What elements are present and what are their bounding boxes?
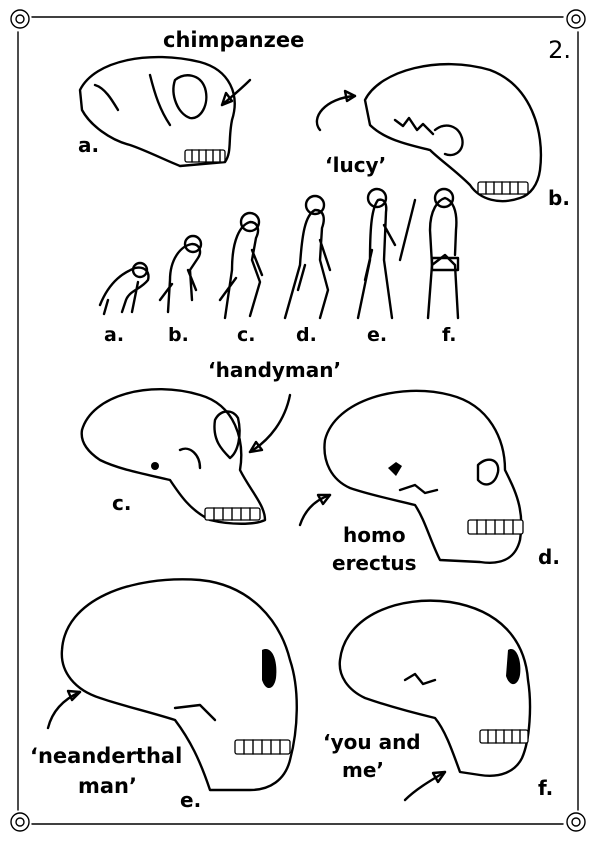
label-me: me’ [342, 758, 385, 782]
label-neanderthal: ‘neanderthal [30, 744, 183, 768]
neanderthal-skull-drawing [46, 578, 298, 792]
letter-d: d. [538, 545, 560, 569]
evolution-label-b: b. [168, 324, 189, 346]
evolution-label-e: e. [367, 324, 388, 346]
label-chimpanzee: chimpanzee [163, 28, 305, 52]
evolution-label-f: f. [442, 324, 457, 346]
letter-b-top: b. [548, 186, 570, 210]
modern-human-skull-drawing [338, 599, 532, 802]
chimpanzee-skull-drawing [78, 55, 252, 168]
border-lines [17, 16, 579, 825]
evolution-sequence-drawing [98, 187, 460, 320]
letter-f: f. [538, 776, 554, 800]
label-man: man’ [78, 774, 137, 798]
label-handyman: ‘handyman’ [208, 358, 342, 382]
letter-c: c. [112, 491, 132, 515]
letter-e: e. [180, 788, 202, 812]
label-homo: homo [343, 523, 406, 547]
label-erectus: erectus [332, 551, 417, 575]
page-number: 2. [548, 36, 571, 64]
label-lucy: ‘lucy’ [325, 153, 387, 177]
corner-swirl-icon [10, 9, 586, 832]
evolution-label-a: a. [104, 324, 125, 346]
handyman-skull-drawing [80, 388, 292, 525]
homo-erectus-skull-drawing [298, 389, 524, 564]
label-you-and: ‘you and [323, 730, 421, 754]
letter-a-top: a. [78, 133, 100, 157]
evolution-label-c: c. [237, 324, 256, 346]
evolution-label-d: d. [296, 324, 317, 346]
lucy-skull-drawing [315, 63, 543, 203]
